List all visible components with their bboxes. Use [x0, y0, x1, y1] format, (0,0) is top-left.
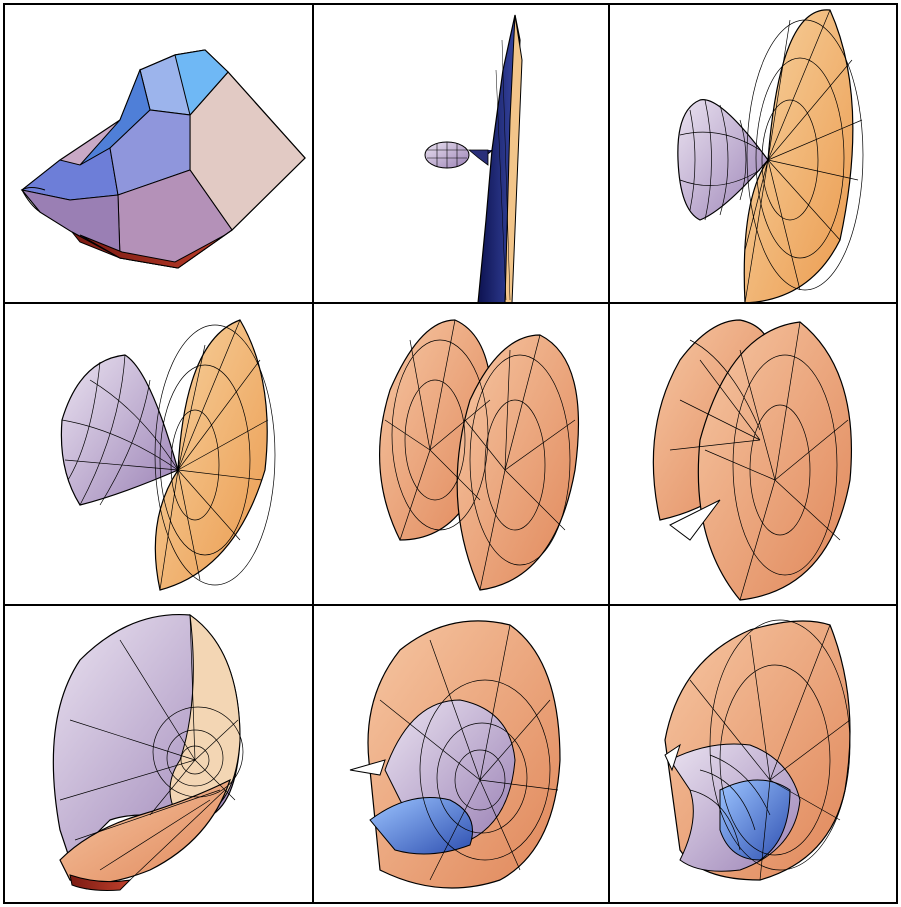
panel-r1c3: [677, 9, 864, 304]
panel-r3c3: [664, 619, 851, 881]
panel-r2c1: [60, 319, 276, 591]
grid-lines: [3, 3, 898, 904]
panel-r2c3: [652, 319, 853, 601]
panel-r1c2: [424, 14, 523, 304]
panel-r3c2: [349, 620, 561, 889]
panel-r1c1: [20, 49, 306, 269]
panel-r3c1: [52, 613, 244, 891]
panel-r2c2: [379, 319, 580, 591]
outer-border: [3, 3, 898, 904]
